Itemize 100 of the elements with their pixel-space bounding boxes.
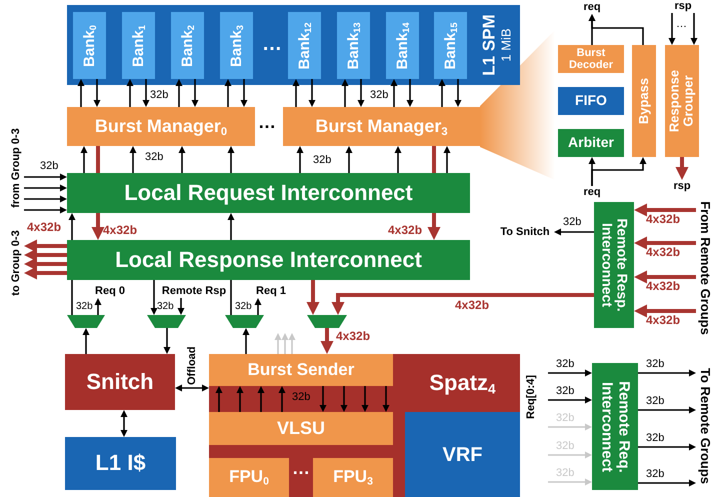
memory-bank [288, 12, 321, 79]
box-label: Snitch [86, 370, 154, 394]
arrow [24, 206, 67, 214]
interconnect-box [67, 240, 470, 280]
arrow [254, 298, 262, 315]
arrow [668, 13, 676, 45]
arrow [306, 280, 320, 315]
edge-label: 4x32b [646, 246, 680, 260]
core-box [65, 354, 175, 410]
grouper-box [665, 45, 699, 157]
arrow [282, 333, 288, 354]
memory-block [67, 5, 520, 85]
box-label: FPU$_{0}$ [229, 468, 269, 487]
annotation-text: 32b [235, 301, 252, 312]
connector-line [71, 280, 73, 315]
edge-label: 4x32b [336, 330, 370, 344]
edge-label: 4x32b [646, 280, 680, 294]
edge-label: 32b [646, 432, 664, 444]
annotation-text: to Group 0-3 [8, 222, 24, 304]
arrow [390, 79, 398, 107]
arrow [320, 328, 334, 354]
multiplexer-symbol [67, 315, 105, 328]
arrow [548, 452, 592, 458]
box-label: VRF [442, 444, 482, 466]
register-file-box [405, 412, 520, 497]
arrow [342, 79, 348, 107]
arrow [358, 79, 364, 107]
arrow [340, 386, 348, 412]
arrow [548, 478, 592, 486]
arrow [240, 79, 248, 107]
connector-line [230, 280, 232, 315]
arrow [24, 196, 67, 202]
memory-bank [171, 12, 204, 79]
box-label: Burst Decoder [568, 46, 614, 72]
annotation-text: Remote Rsp [157, 285, 231, 298]
annotation-text: … [292, 459, 310, 479]
arrow [274, 333, 282, 354]
arrow [175, 384, 209, 392]
memory-bank [73, 12, 106, 79]
arrow [228, 213, 234, 240]
box-label: Remote Resp. Interconnect [598, 217, 630, 314]
fpu-box [313, 458, 393, 497]
arrow [150, 280, 158, 315]
annotation-text: 32b [157, 301, 174, 312]
edge-label: 32b [556, 358, 574, 370]
annotation-text: … [262, 33, 282, 55]
arrow [332, 293, 594, 315]
arrow [94, 79, 100, 107]
edge-label: 4x32b [455, 299, 490, 312]
box-label: FPU$_{3}$ [333, 468, 373, 487]
fpu-box [209, 458, 289, 497]
annotation-text: req [580, 1, 604, 14]
annotation-text: From Remote Groups [696, 198, 714, 338]
box-label: Bypass [636, 78, 652, 124]
annotation-text: 32b [370, 89, 388, 102]
arrow [690, 13, 698, 45]
edge-label: 4x32b [646, 314, 680, 328]
box-label: FIFO [575, 93, 607, 109]
burst-manager-box [283, 107, 480, 146]
annotation-text: Req 1 [253, 285, 289, 298]
load-store-unit-box [209, 412, 393, 445]
connector-line [432, 146, 436, 173]
arbiter-box [558, 129, 624, 157]
arrow [164, 328, 170, 354]
box-label: Burst Manager$_{0}$ [94, 116, 228, 136]
edge-label: 4x32b [388, 224, 422, 238]
arrow [94, 298, 102, 315]
arrow [68, 213, 76, 240]
memory-bank [122, 12, 155, 79]
box-label: VLSU [276, 418, 325, 438]
arrow [24, 184, 67, 192]
interconnect-box [67, 173, 470, 213]
arrow [216, 386, 222, 412]
box-label: Remote Req. Interconnect [598, 380, 632, 474]
arrow [278, 386, 286, 412]
arrow [591, 157, 646, 186]
arrow [634, 304, 696, 318]
edge-label: 32b [556, 385, 574, 398]
box-label: Local Response Interconnect [115, 248, 422, 272]
box-label: Local Request Interconnect [124, 180, 413, 206]
arrow [224, 79, 232, 107]
edge-label: 32b [646, 358, 664, 370]
edge-label: 32b [563, 216, 582, 228]
arrow [92, 213, 104, 240]
bypass-box [632, 45, 656, 157]
arrow [638, 406, 696, 414]
arrow [242, 328, 250, 354]
arrow [554, 228, 594, 236]
burst-sender-box [209, 354, 393, 386]
arrow [394, 146, 402, 173]
edge-label: 32b [646, 395, 664, 408]
arrow [382, 386, 390, 412]
arrow [296, 146, 304, 173]
interconnect-box [594, 202, 634, 328]
arrow [130, 146, 136, 173]
arrow [588, 14, 644, 45]
box-label: 1 MiB [499, 28, 514, 62]
arrow [192, 79, 198, 107]
annotation-text: req [580, 186, 604, 199]
memory-bank [386, 12, 419, 79]
